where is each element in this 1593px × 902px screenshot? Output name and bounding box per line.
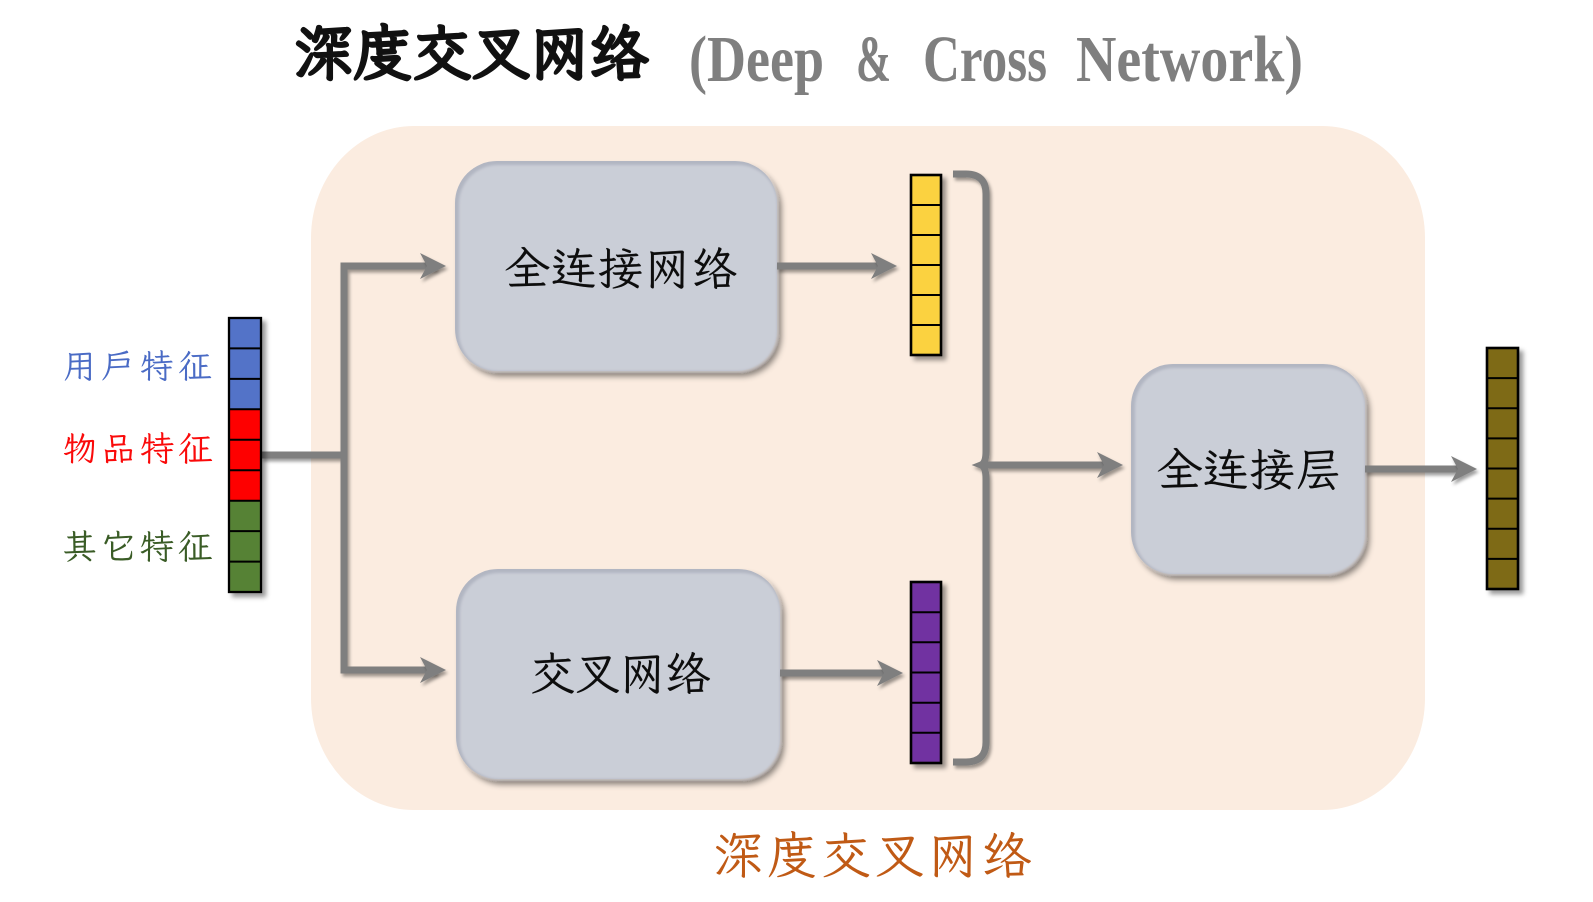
svg-text:(Deep: (Deep bbox=[689, 23, 824, 96]
svg-text:&: & bbox=[856, 23, 891, 96]
svg-text:Network): Network) bbox=[1076, 23, 1303, 96]
svg-text:Cross: Cross bbox=[923, 23, 1047, 96]
